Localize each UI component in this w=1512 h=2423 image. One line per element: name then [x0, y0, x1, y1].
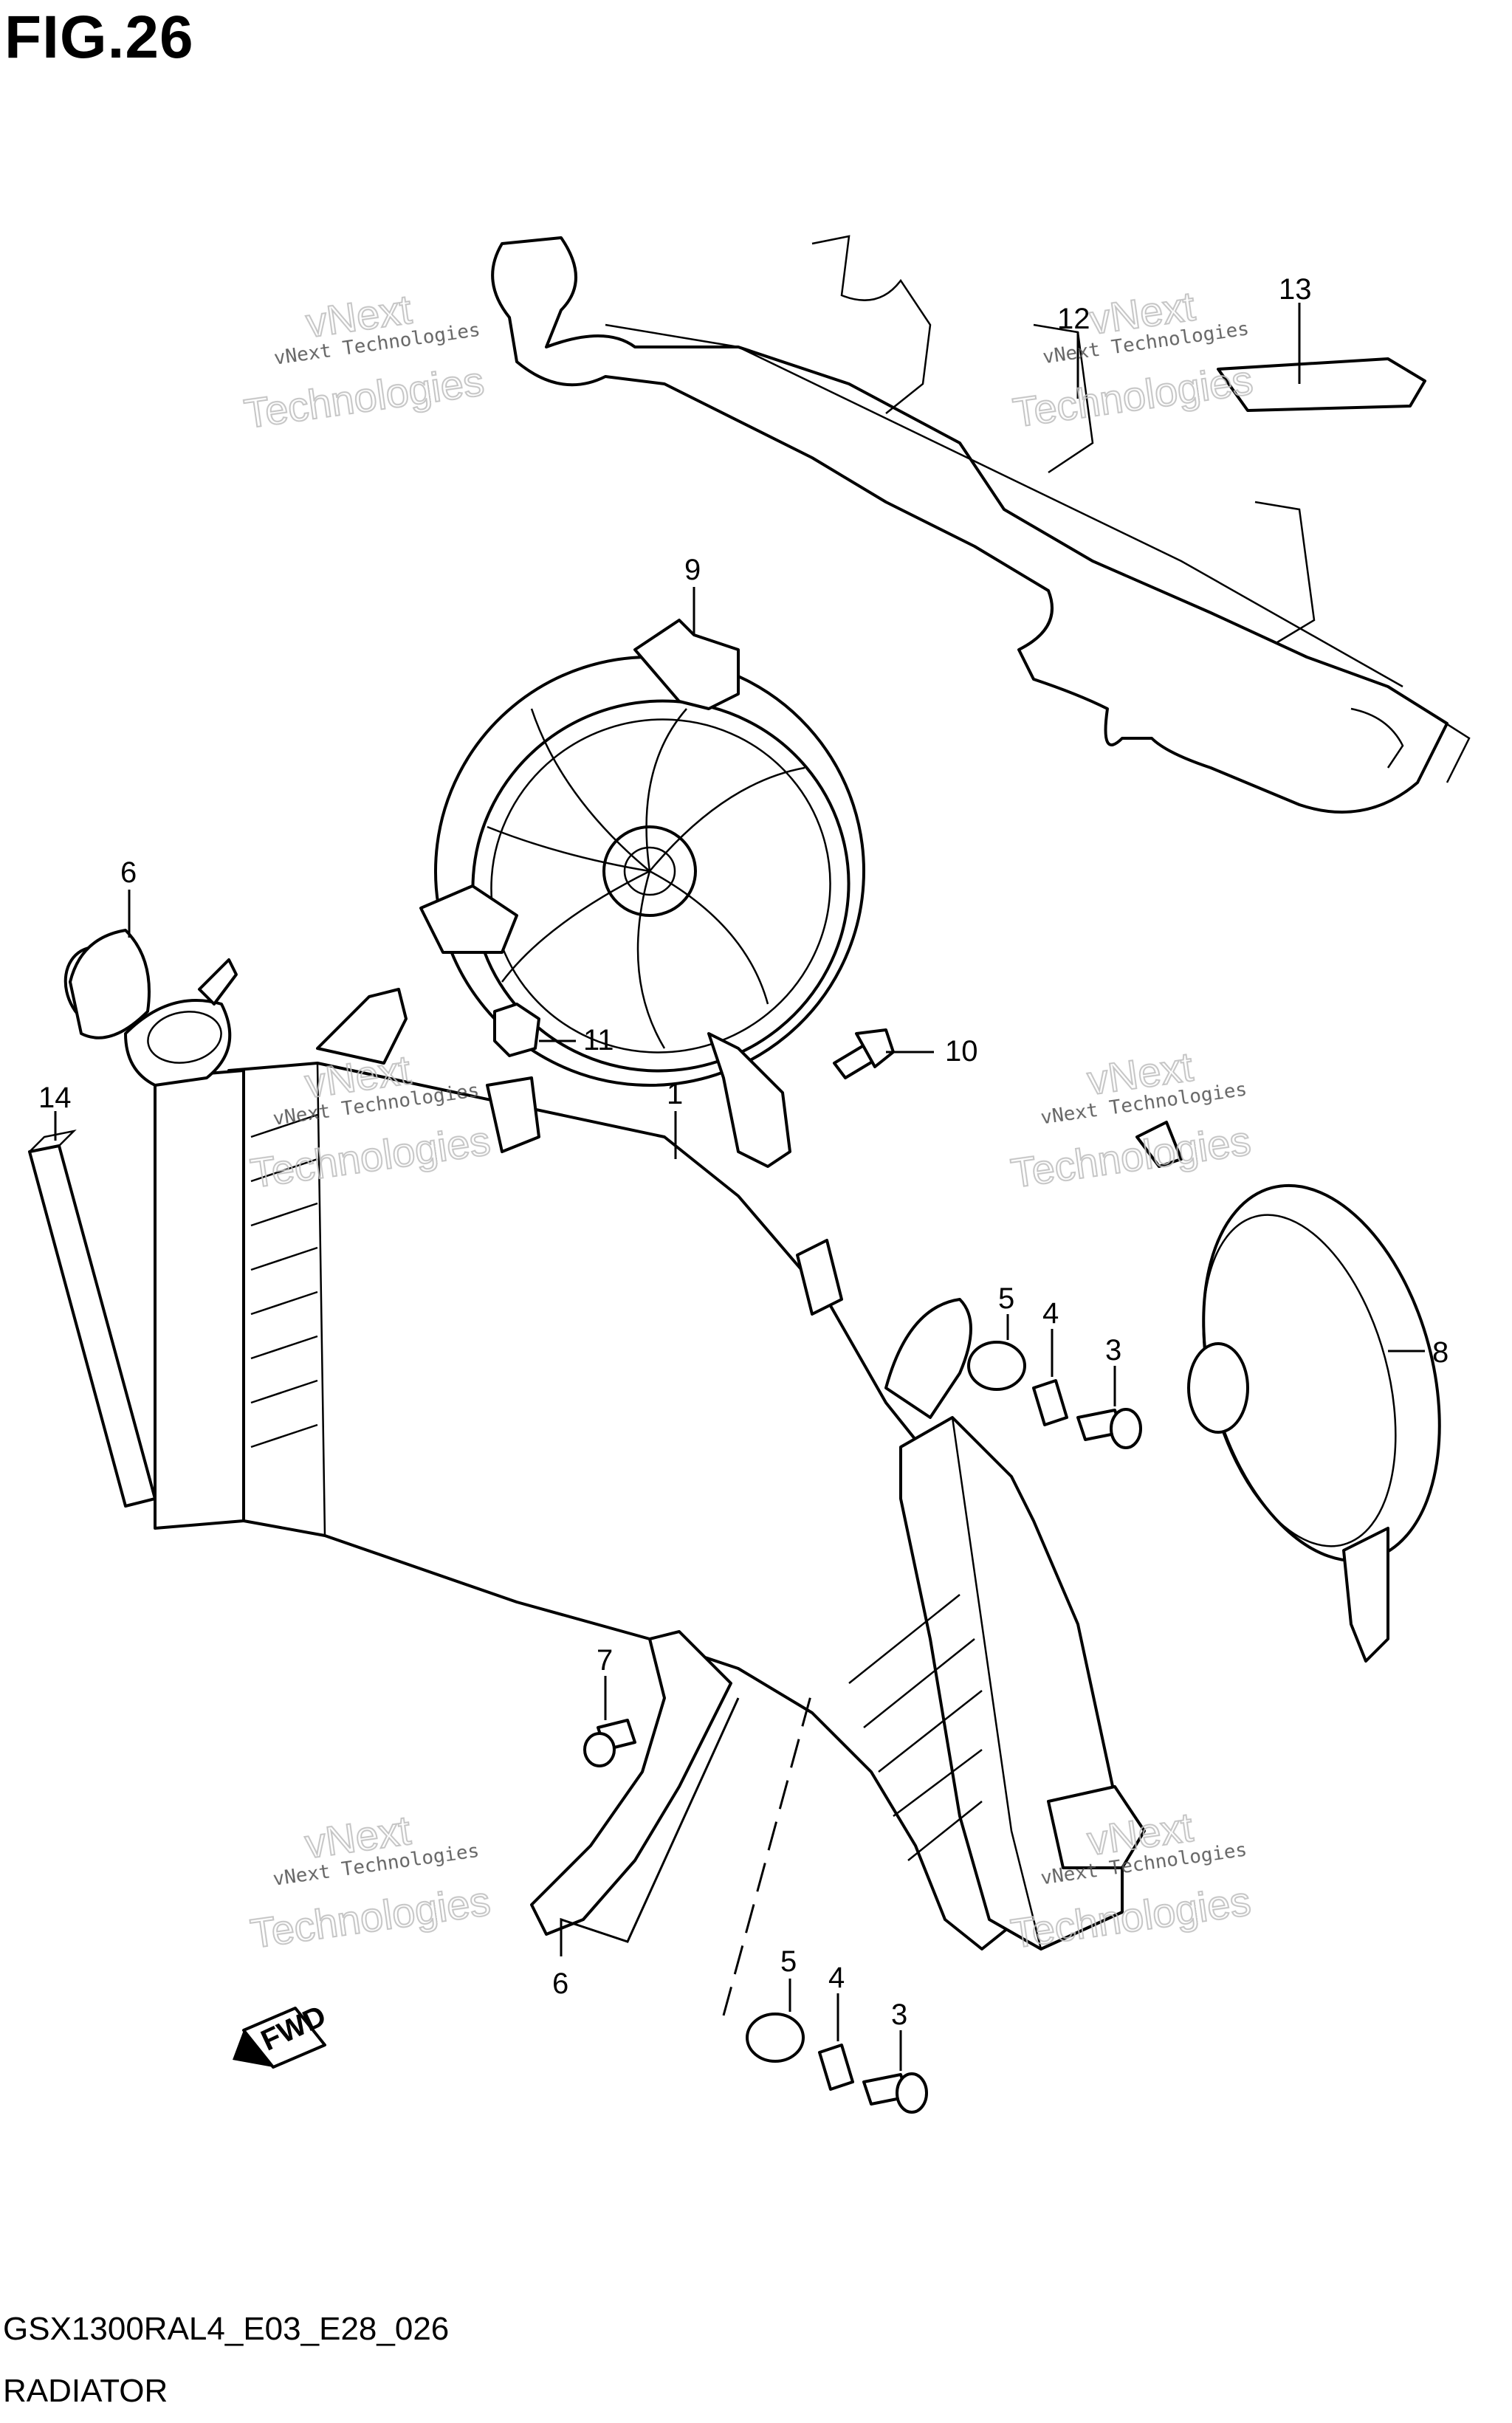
callout-5-upper: 5	[998, 1282, 1014, 1315]
callout-12: 12	[1057, 303, 1090, 335]
foam-strip-part-14	[28, 1129, 157, 1508]
callout-9: 8	[1432, 1336, 1449, 1369]
radiator-part-1	[124, 958, 1146, 1951]
lower-bracket-part-6	[530, 1630, 732, 1936]
callout-10: 10	[945, 1035, 978, 1068]
cooling-fan-part-8	[419, 619, 865, 1168]
callout-4-lower: 4	[828, 1962, 845, 1994]
callout-2: 6	[120, 856, 137, 889]
callout-7: 7	[597, 1644, 613, 1677]
callout-6: 6	[552, 1967, 568, 2000]
callout-1: 1	[667, 1078, 683, 1110]
secondary-fan-part-9	[1135, 1121, 1441, 1663]
bolt-part-3-upper	[1076, 1408, 1142, 1449]
figure-name: RADIATOR	[3, 2373, 168, 2409]
callout-3-lower: 3	[891, 1998, 907, 2031]
pad-part-13	[1217, 357, 1426, 412]
part-callouts: 13 12 9 6 14 1 11 10 8 5 4 3 7 6 5 4 3	[38, 273, 1449, 2031]
bolt-part-10	[833, 1028, 895, 1079]
figure-title: FIG.26	[4, 4, 194, 71]
collar-part-4-lower	[818, 2044, 854, 2091]
bolt-part-7	[583, 1719, 636, 1767]
collar-part-4-upper	[1032, 1379, 1068, 1426]
forward-direction-marker: FWD	[233, 1999, 331, 2069]
callout-13: 13	[1279, 273, 1312, 306]
radiator-cap-part-2	[63, 929, 151, 1039]
upper-shroud-part-12	[491, 235, 1471, 814]
callout-4-upper: 4	[1042, 1297, 1059, 1330]
figure-code: GSX1300RAL4_E03_E28_026	[3, 2311, 450, 2347]
clip-nut-part-11	[493, 1003, 540, 1057]
callout-11: 11	[583, 1024, 614, 1056]
callout-3-upper: 3	[1105, 1334, 1121, 1367]
grommet-part-5-lower	[746, 2013, 805, 2063]
callout-14: 14	[38, 1082, 72, 1114]
leader-lines	[54, 303, 1425, 2071]
grommet-part-5-upper	[967, 1341, 1026, 1391]
callout-8: 9	[684, 554, 701, 586]
callout-5-lower: 5	[780, 1945, 797, 1978]
bolt-part-3-lower	[862, 2072, 928, 2114]
